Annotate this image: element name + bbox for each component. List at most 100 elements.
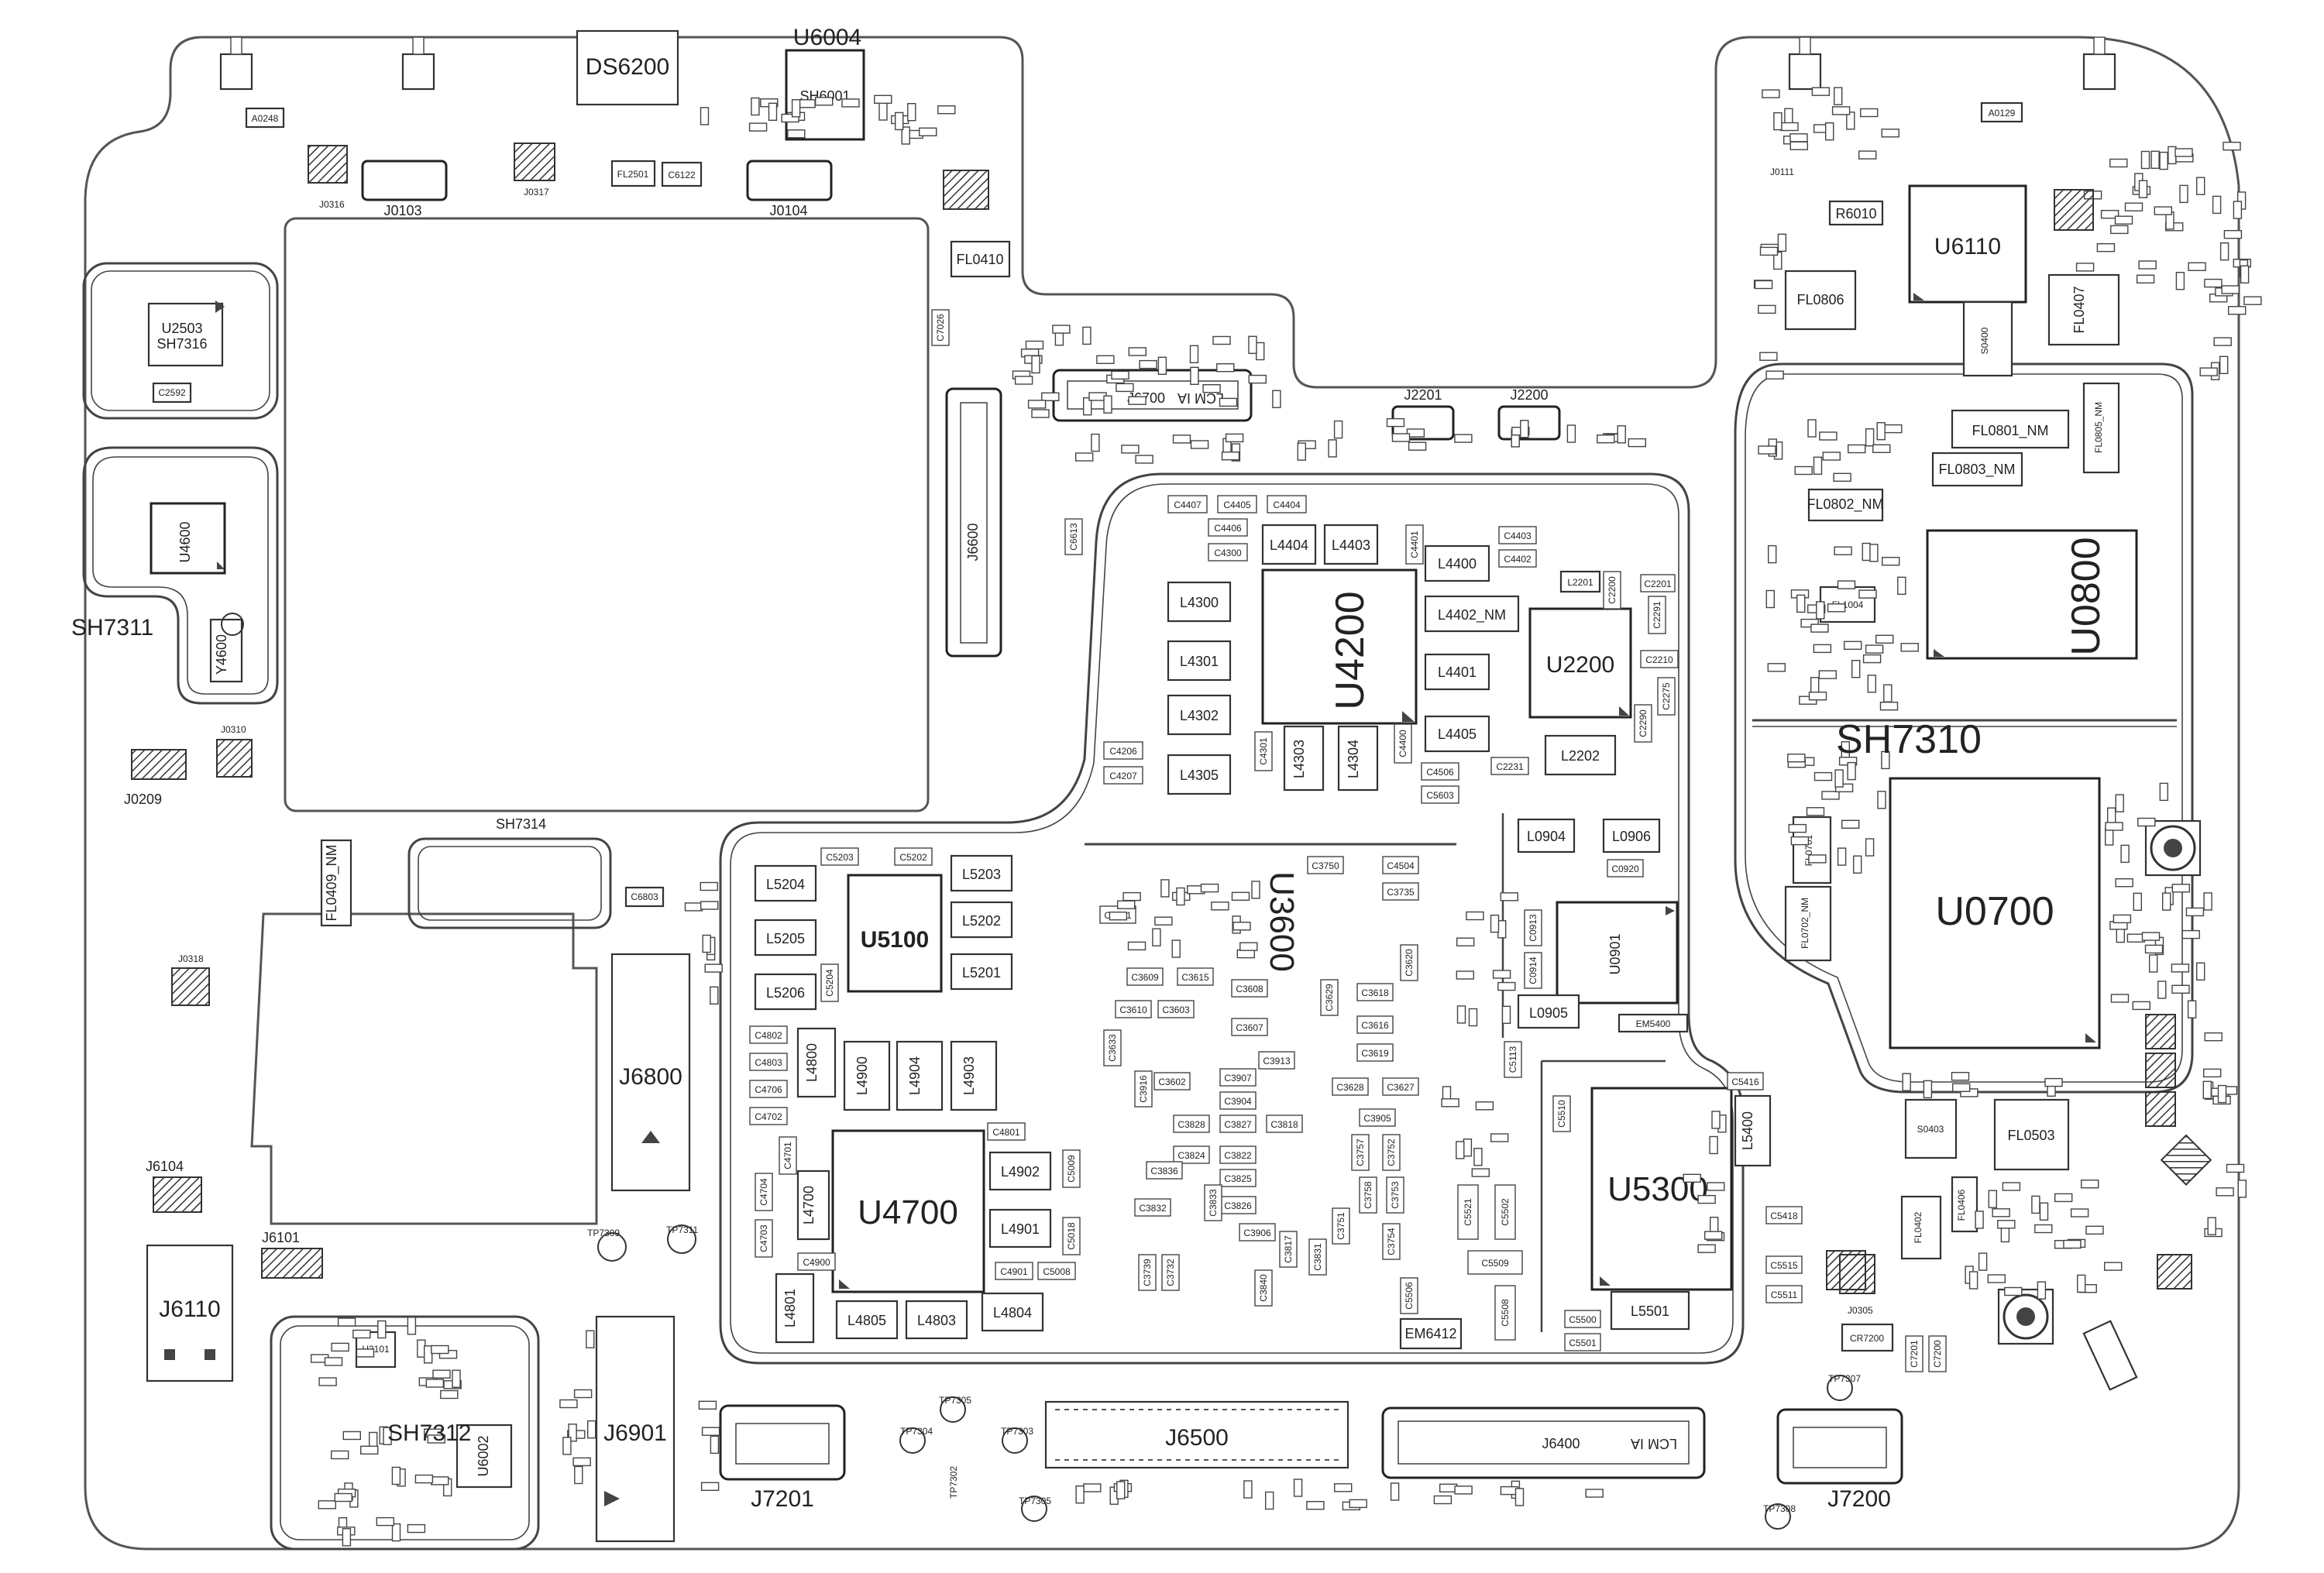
svg-text:J0103: J0103 xyxy=(383,203,421,218)
smd-pad xyxy=(2226,1163,2245,1173)
smd-pad xyxy=(1189,345,1199,363)
part-em6412: EM6412 xyxy=(1399,1317,1463,1350)
smd-pad xyxy=(1847,761,1856,781)
svg-text:L4401: L4401 xyxy=(1438,665,1477,680)
part-fl0801: FL0801_NM xyxy=(1951,409,2070,449)
svg-text:C3739: C3739 xyxy=(1142,1259,1153,1286)
svg-text:C4802: C4802 xyxy=(755,1030,782,1041)
smd-pad xyxy=(2202,1068,2222,1078)
svg-text:L5501: L5501 xyxy=(1631,1303,1669,1319)
svg-text:C7201: C7201 xyxy=(1909,1340,1920,1368)
smd-pad xyxy=(1759,352,1778,361)
smd-pad xyxy=(2034,1224,2053,1234)
smd-pad xyxy=(1127,941,1147,951)
svg-text:FL0802_NM: FL0802_NM xyxy=(1807,496,1883,513)
smd-pad xyxy=(1497,981,1516,991)
smd-pad xyxy=(414,1474,434,1484)
ic-u4200: U4200 xyxy=(1261,568,1418,725)
smd-pad xyxy=(1876,422,1886,441)
smd-pad xyxy=(1762,89,1780,98)
smd-pad xyxy=(2213,337,2232,346)
smd-pad xyxy=(2137,817,2156,827)
smd-pad xyxy=(2159,151,2168,170)
svg-text:L4804: L4804 xyxy=(993,1305,1032,1321)
smd-pad xyxy=(1865,428,1875,447)
smd-pad xyxy=(1818,670,1838,679)
part-s0403: S0403 xyxy=(1904,1098,1958,1159)
smd-pad xyxy=(1951,1083,1971,1093)
smd-pad xyxy=(1433,1495,1452,1505)
shield-sh7311 xyxy=(82,446,279,705)
smd-pad xyxy=(1128,347,1147,356)
smd-pad xyxy=(391,1466,401,1485)
smd-pad xyxy=(318,1377,337,1386)
smd-pad xyxy=(1787,754,1806,763)
svg-text:C3840: C3840 xyxy=(1258,1274,1269,1302)
part-fl0402: FL0402 xyxy=(1900,1195,1942,1260)
smd-pad xyxy=(1111,370,1129,380)
smd-pad xyxy=(2115,878,2133,888)
svg-text:TP7311: TP7311 xyxy=(666,1224,698,1235)
smd-pad xyxy=(2216,1187,2234,1197)
svg-text:C5018: C5018 xyxy=(1066,1222,1077,1250)
svg-text:C4801: C4801 xyxy=(992,1127,1020,1138)
ic-u6110: U6110 xyxy=(1908,184,2027,304)
smd-pad xyxy=(1456,970,1475,980)
smd-pad xyxy=(2113,914,2132,924)
svg-text:U0901: U0901 xyxy=(1607,933,1623,974)
smd-pad xyxy=(700,1482,720,1492)
svg-text:C3627: C3627 xyxy=(1387,1082,1415,1093)
smd-pad xyxy=(1221,452,1240,461)
smd-pad xyxy=(2044,1077,2063,1087)
smd-pad xyxy=(1454,1485,1473,1495)
smd-pad xyxy=(1492,970,1511,979)
smd-pad xyxy=(1454,434,1473,443)
svg-text:C4206: C4206 xyxy=(1109,746,1137,757)
svg-text:C3824: C3824 xyxy=(1177,1150,1205,1161)
smd-pad xyxy=(1767,544,1777,564)
connector-j0318: J0318 xyxy=(171,953,210,1006)
smd-pad xyxy=(1831,106,1851,115)
smd-pad xyxy=(2204,1032,2223,1042)
svg-text:C3822: C3822 xyxy=(1224,1150,1252,1161)
smd-pad xyxy=(1872,444,1891,453)
svg-text:C2201: C2201 xyxy=(1644,579,1672,589)
smd-pad xyxy=(1697,1244,1716,1253)
smd-pad xyxy=(1096,355,1115,364)
smd-pad xyxy=(1881,557,1900,566)
smd-pad xyxy=(2187,1000,2197,1018)
ic-u0901: U0901 xyxy=(1556,901,1679,1005)
smd-pad xyxy=(1806,807,1825,816)
svg-text:L4902: L4902 xyxy=(1001,1164,1040,1180)
svg-text:J0305: J0305 xyxy=(1848,1305,1873,1316)
svg-text:J0318: J0318 xyxy=(178,953,204,964)
smd-pad xyxy=(748,122,768,132)
connector-j6104: J6104 xyxy=(146,1159,202,1213)
smd-pad xyxy=(1243,1480,1253,1499)
smd-pad xyxy=(2150,150,2160,170)
smd-pad xyxy=(1473,1147,1483,1166)
smd-pad xyxy=(1091,433,1100,452)
svg-text:J0317: J0317 xyxy=(524,187,549,197)
smd-pad xyxy=(1827,603,1846,613)
smd-pad xyxy=(1865,644,1884,654)
smd-pad xyxy=(907,102,916,122)
svg-text:C2592: C2592 xyxy=(158,387,186,398)
small-smd-pads xyxy=(311,87,2262,1547)
smd-pad xyxy=(700,107,710,125)
shield-sh7314 xyxy=(407,837,612,929)
smd-pad xyxy=(1897,576,1906,595)
svg-text:L4903: L4903 xyxy=(961,1056,977,1095)
connector-j7200: J7200 xyxy=(1776,1408,1903,1512)
connector-j6800: J6800 xyxy=(610,953,691,1192)
svg-text:C3615: C3615 xyxy=(1181,972,1209,983)
svg-text:C4301: C4301 xyxy=(1258,737,1269,765)
svg-text:SH7316: SH7316 xyxy=(156,336,207,352)
svg-text:TP7305: TP7305 xyxy=(939,1395,971,1406)
smd-pad xyxy=(318,1500,336,1509)
smd-pad xyxy=(2138,260,2157,270)
smd-pad xyxy=(1794,465,1813,476)
smd-pad xyxy=(1121,445,1140,454)
svg-text:C3831: C3831 xyxy=(1312,1243,1323,1271)
smd-pad xyxy=(1239,942,1258,951)
